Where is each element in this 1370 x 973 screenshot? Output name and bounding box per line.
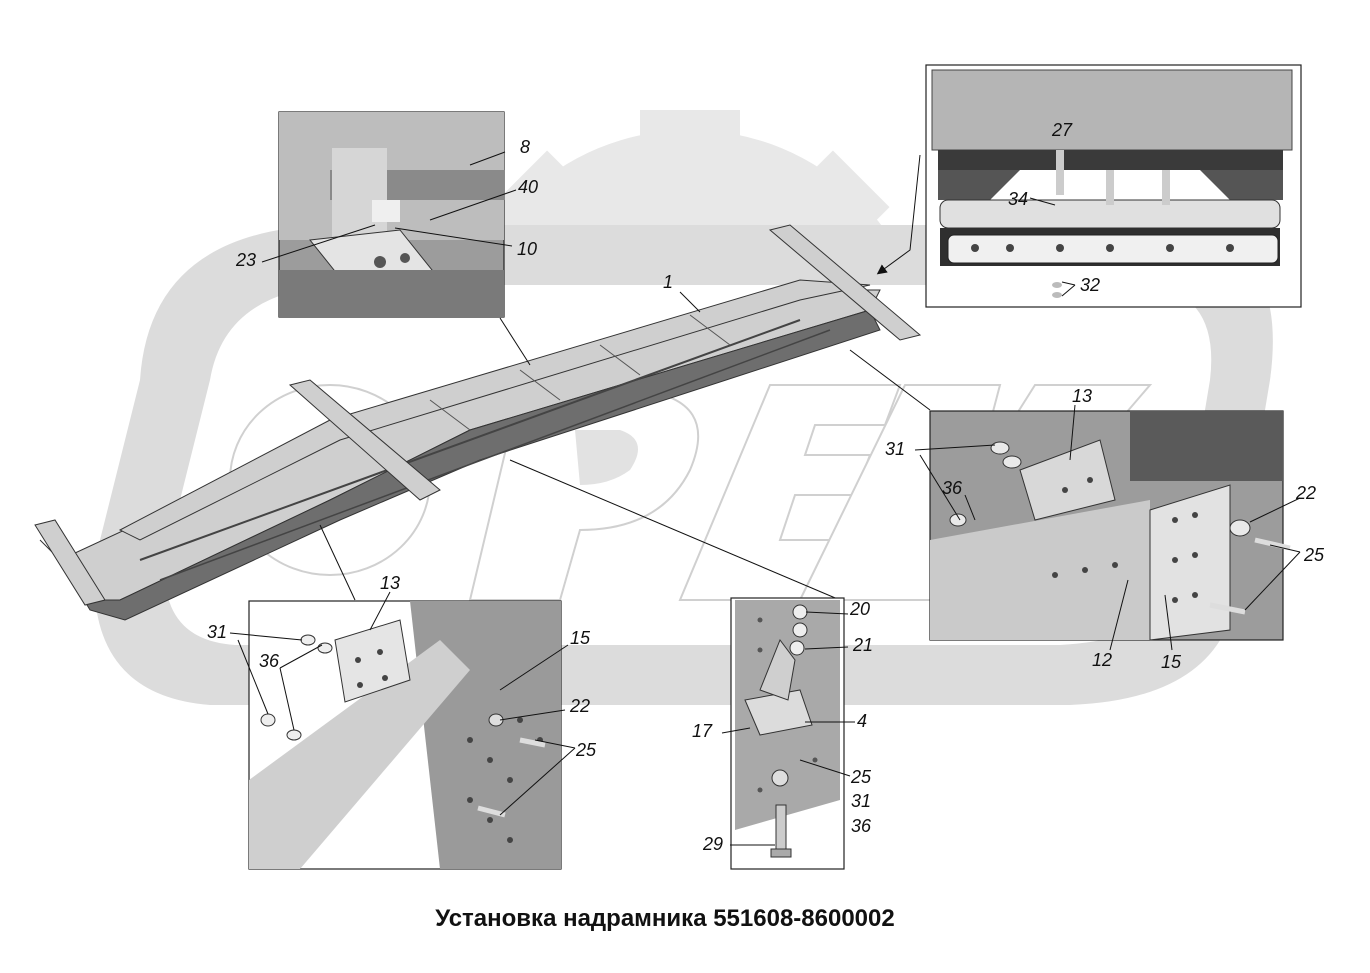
callout-36: 36 (942, 478, 963, 498)
callout-40: 40 (518, 177, 538, 197)
callout-12: 12 (1092, 650, 1112, 670)
callout-31: 31 (207, 622, 227, 642)
callout-17: 17 (692, 721, 713, 741)
callout-8: 8 (520, 137, 530, 157)
callout-25: 25 (575, 740, 597, 760)
callout-23: 23 (235, 250, 256, 270)
callout-1: 1 (663, 272, 673, 292)
callout-13: 13 (380, 573, 400, 593)
guide-lines (319, 154, 931, 601)
inset-mid-right: 31 36 13 22 25 12 15 (885, 386, 1325, 672)
callout-34: 34 (1008, 189, 1028, 209)
callout-10: 10 (517, 239, 537, 259)
callout-36: 36 (851, 816, 872, 836)
inset-top-right: 27 34 32 (925, 64, 1302, 308)
callout-21: 21 (852, 635, 873, 655)
callout-31: 31 (851, 791, 871, 811)
callout-25: 25 (850, 767, 872, 787)
callout-4: 4 (857, 711, 867, 731)
callout-15: 15 (570, 628, 591, 648)
subframe-assembly (34, 224, 922, 621)
inset-top-left: 8 40 10 23 (235, 111, 538, 318)
callout-32: 32 (1080, 275, 1100, 295)
inset-bottom-center: 20 21 17 4 25 31 36 29 (692, 597, 873, 870)
callout-13: 13 (1072, 386, 1092, 406)
callout-22: 22 (569, 696, 590, 716)
inset-bottom-left: 31 36 13 15 22 25 (207, 573, 597, 870)
callout-36: 36 (259, 651, 280, 671)
callout-22: 22 (1295, 483, 1316, 503)
callout-31: 31 (885, 439, 905, 459)
callout-15: 15 (1161, 652, 1182, 672)
diagram-caption: Установка надрамника 551608-8600002 (435, 905, 895, 932)
callout-25: 25 (1303, 545, 1325, 565)
callout-29: 29 (702, 834, 723, 854)
callout-27: 27 (1051, 120, 1073, 140)
callout-20: 20 (849, 599, 870, 619)
